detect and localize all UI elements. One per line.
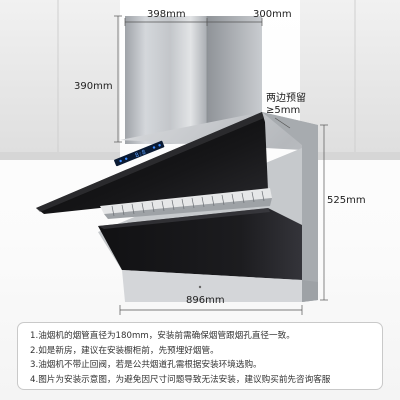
dimension-top-width: 398mm bbox=[147, 9, 186, 20]
cabinet-left bbox=[0, 0, 120, 160]
chimney bbox=[125, 16, 262, 144]
dimension-total-width: 896mm bbox=[186, 295, 225, 306]
note-item: 4.图片为安装示意图，为避免因尺寸问题导致无法安装，建议购买前先咨询客服 bbox=[30, 374, 331, 385]
hood-base bbox=[122, 270, 318, 302]
side-clearance-note: 两边预留 ≥5mm bbox=[266, 93, 306, 117]
note-item: 3.油烟机不带止回阀，若是公共烟道孔需根据安装环境选购。 bbox=[30, 360, 262, 370]
dimension-body-height: 525mm bbox=[327, 195, 366, 206]
dimension-lines bbox=[114, 15, 328, 315]
note-item: 2.如是新房，建议在安装橱柜前，先预埋好烟管。 bbox=[30, 345, 219, 356]
clearance-line-1: 两边预留 bbox=[266, 93, 306, 104]
upper-glass-panel bbox=[36, 112, 268, 214]
clearance-line-2: ≥5mm bbox=[266, 105, 301, 116]
note-item: 1.油烟机的烟管直径为180mm，安装前需确保烟管跟烟孔直径一致。 bbox=[30, 331, 295, 341]
dimension-top-depth: 300mm bbox=[253, 9, 292, 20]
dimension-chimney-height: 390mm bbox=[74, 81, 113, 92]
installation-notes: 1.油烟机的烟管直径为180mm，安装前需确保烟管跟烟孔直径一致。 2.如是新房… bbox=[17, 322, 383, 390]
lower-glass-panel bbox=[98, 208, 302, 280]
air-intake-grille bbox=[100, 188, 272, 219]
display-readout: 8:8 bbox=[134, 149, 147, 160]
display-panel: 8:8 bbox=[114, 140, 165, 167]
